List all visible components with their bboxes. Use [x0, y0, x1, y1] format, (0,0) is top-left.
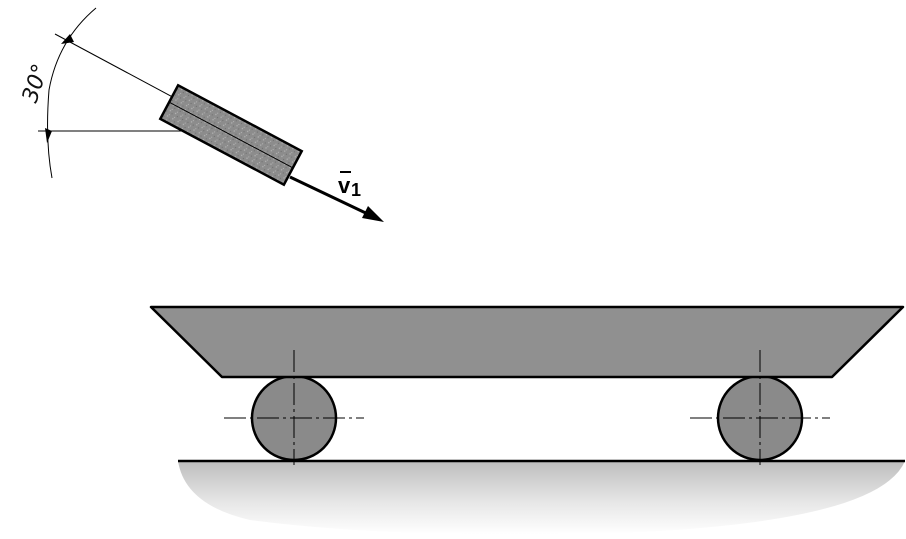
- svg-text:1: 1: [351, 180, 361, 200]
- cart-platform: [149, 305, 905, 379]
- projectile-block: [158, 83, 304, 187]
- arc-arrow-top: [61, 34, 74, 44]
- arc-arrow-bottom: [45, 128, 52, 143]
- svg-text:v: v: [338, 173, 351, 198]
- ground-shadow: [178, 461, 905, 535]
- angle-dimension-arc: [47, 7, 97, 179]
- velocity-label: v 1: [338, 171, 361, 200]
- wheel-centerlines: [224, 350, 830, 465]
- velocity-arrowhead: [362, 206, 384, 222]
- velocity-arrow-shaft: [289, 175, 373, 218]
